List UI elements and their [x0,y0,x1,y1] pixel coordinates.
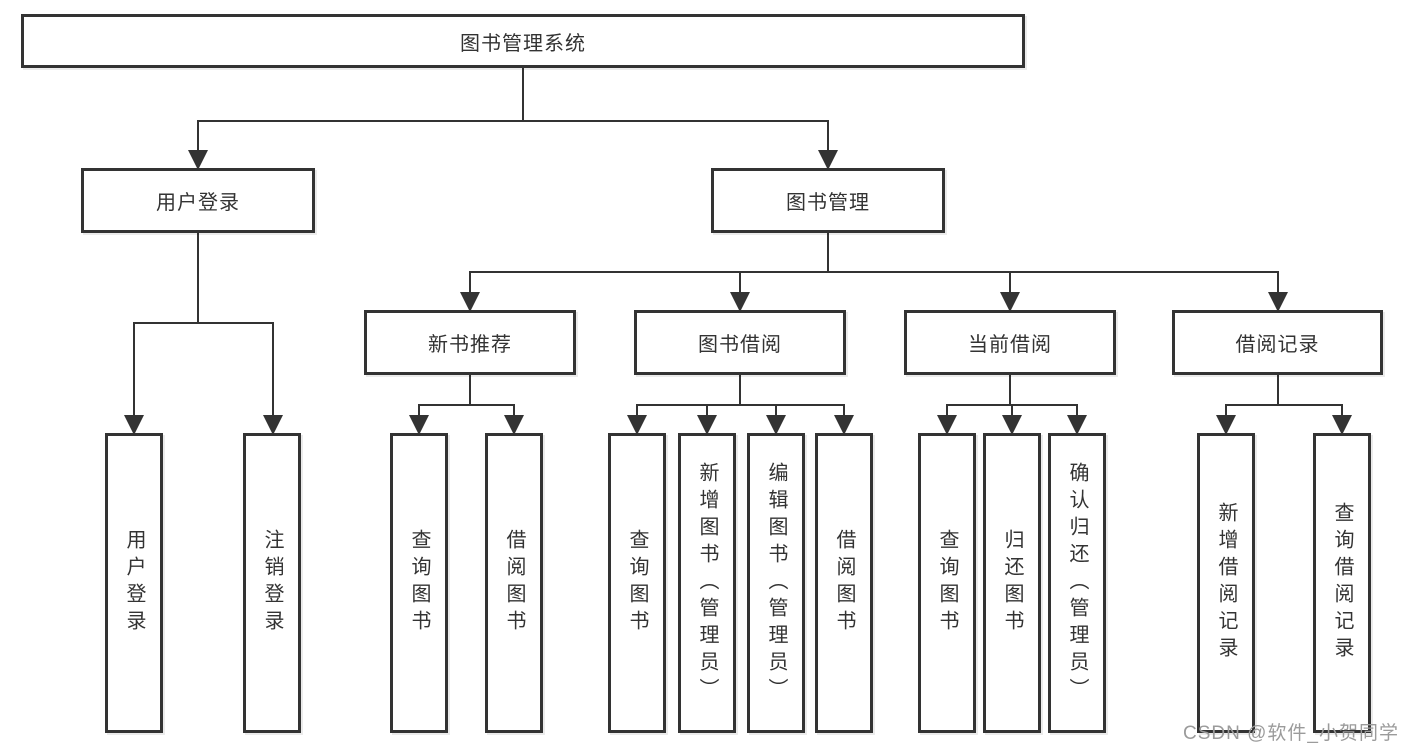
node-new-book-recommend: 新书推荐 [364,310,576,375]
arrowhead-down-icon [504,415,524,435]
leaf-label: 查询图书 [936,529,958,637]
leaf-current-confirm-return-admin: 确认归还（管理员） [1048,433,1106,733]
arrowhead-down-icon [460,292,480,312]
node-current-borrow: 当前借阅 [904,310,1116,375]
leaf-label: 新增图书（管理员） [696,461,718,705]
arrowhead-down-icon [766,415,786,435]
connector-line [197,121,199,168]
connector-line [469,272,471,310]
leaf-label: 查询图书 [408,529,430,637]
leaf-label: 借阅图书 [503,529,525,637]
connector-line [1225,404,1343,406]
arrowhead-down-icon [730,292,750,312]
watermark: CSDN @软件_小贺同学 [1183,723,1399,744]
leaf-label: 确认归还（管理员） [1066,461,1088,705]
leaf-label: 查询图书 [626,529,648,637]
arrowhead-down-icon [124,415,144,435]
node-book-management: 图书管理 [711,168,945,233]
arrowhead-down-icon [697,415,717,435]
arrowhead-down-icon [1268,292,1288,312]
connector-line [418,404,515,406]
arrowhead-down-icon [409,415,429,435]
arrowhead-down-icon [263,415,283,435]
arrowhead-down-icon [1332,415,1352,435]
connector-line [133,322,274,324]
connector-line [739,375,741,406]
arrowhead-down-icon [1216,415,1236,435]
arrowhead-down-icon [937,415,957,435]
leaf-label: 注销登录 [261,529,283,637]
leaf-user-login: 用户登录 [105,433,163,733]
connector-line [827,121,829,168]
leaf-label: 归还图书 [1001,529,1023,637]
leaf-records-query-record: 查询借阅记录 [1313,433,1371,733]
arrowhead-down-icon [834,415,854,435]
arrowhead-down-icon [1000,292,1020,312]
connector-line [739,272,741,310]
connector-line [522,68,524,122]
connector-line [827,233,829,273]
leaf-borrow-borrow-books: 借阅图书 [815,433,873,733]
connector-line [272,323,274,433]
leaf-borrow-add-books-admin: 新增图书（管理员） [678,433,736,733]
node-book-management-system: 图书管理系统 [21,14,1025,68]
leaf-logout: 注销登录 [243,433,301,733]
arrowhead-down-icon [188,150,208,170]
connector-line [1277,272,1279,310]
leaf-label: 借阅图书 [833,529,855,637]
connector-line [1277,375,1279,406]
arrowhead-down-icon [1067,415,1087,435]
connector-line [946,404,1078,406]
leaf-current-return-books: 归还图书 [983,433,1041,733]
connector-line [636,404,845,406]
connector-line [469,375,471,406]
leaf-newbook-query-books: 查询图书 [390,433,448,733]
leaf-newbook-borrow-books: 借阅图书 [485,433,543,733]
node-user-login: 用户登录 [81,168,315,233]
connector-line [197,120,829,122]
leaf-borrow-edit-books-admin: 编辑图书（管理员） [747,433,805,733]
connector-line [1009,272,1011,310]
leaf-records-add-record: 新增借阅记录 [1197,433,1255,733]
leaf-label: 编辑图书（管理员） [765,461,787,705]
leaf-borrow-query-books: 查询图书 [608,433,666,733]
leaf-label: 用户登录 [123,529,145,637]
node-borrow-records: 借阅记录 [1172,310,1383,375]
leaf-label: 查询借阅记录 [1331,502,1353,664]
node-book-borrow: 图书借阅 [634,310,846,375]
connector-line [1009,375,1011,406]
arrowhead-down-icon [1002,415,1022,435]
leaf-label: 新增借阅记录 [1215,502,1237,664]
connector-line [469,271,1279,273]
connector-line [197,233,199,324]
arrowhead-down-icon [818,150,838,170]
leaf-current-query-books: 查询图书 [918,433,976,733]
arrowhead-down-icon [627,415,647,435]
connector-line [133,323,135,433]
